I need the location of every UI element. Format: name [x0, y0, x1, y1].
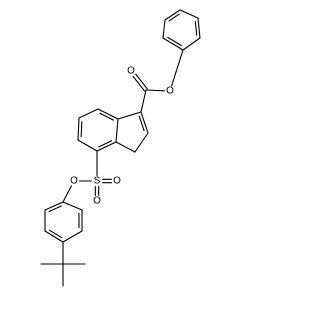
bond-line — [132, 75, 146, 92]
atom-label-sulfonate-o: O — [70, 176, 78, 187]
bond-line — [115, 118, 119, 143]
bond-phenyl-c2-ester-o-single — [171, 49, 184, 87]
bond-phenyl-c5-phenyl-c4 — [179, 9, 199, 19]
bond-line — [179, 9, 199, 19]
bond-indene-c3-indene-c2 — [138, 111, 149, 134]
bond-aryl-c4-aryl-c5 — [62, 230, 83, 243]
bond-line — [140, 89, 147, 113]
bond-inner-line — [48, 229, 63, 239]
bond-inner-line — [99, 112, 115, 121]
bond-aryl-c5-aryl-c6 — [78, 209, 83, 232]
bond-line — [145, 89, 166, 92]
bond-line — [171, 49, 184, 87]
bond-indene-c2-indene-c1 — [134, 132, 149, 153]
bond-line — [77, 117, 80, 141]
bond-line — [162, 19, 166, 39]
bonds-layer — [40, 9, 201, 287]
bond-line — [162, 37, 184, 51]
bond-aryl-c1-aryl-c2 — [44, 201, 64, 213]
bond-line — [164, 9, 181, 21]
bond-phenyl-c3-phenyl-c2 — [182, 37, 201, 51]
bond-inner-line — [167, 36, 182, 47]
bond-aryl-c3-aryl-c4 — [44, 229, 64, 243]
bond-sulfur-sulfonyl-o-below — [94, 185, 100, 197]
atom-label-sulfonyl-o-below: O — [93, 196, 101, 207]
atom-label-carbonyl-o: O — [127, 66, 135, 77]
atom-label-ester-o-single: O — [166, 86, 174, 97]
bond-line — [44, 201, 64, 211]
bond-indene-c1-indene-c7a — [115, 141, 136, 153]
bond-inner-line — [98, 140, 113, 148]
bond-inner-line — [138, 115, 145, 132]
bond-inner-line — [168, 13, 180, 22]
bond-indene-c5-indene-c6 — [77, 117, 83, 141]
bond-phenyl-c2-phenyl-c7 — [162, 36, 184, 51]
bond-indene-c3a-indene-c4 — [97, 108, 119, 121]
bond-phenyl-c6-phenyl-c5 — [164, 9, 181, 22]
bond-aryl-c6-aryl-c1 — [62, 201, 83, 211]
bond-line — [44, 230, 64, 243]
bond-inner-line — [80, 121, 83, 138]
bond-sulfur-sulfonyl-o-right — [101, 178, 113, 184]
bond-phenyl-c7-phenyl-c6 — [162, 19, 166, 39]
atom-label-sulfonyl-o-right: O — [113, 176, 121, 187]
bond-line — [140, 111, 149, 134]
bond-line — [117, 111, 142, 120]
bond-line — [182, 37, 201, 51]
bond-inner-line — [48, 205, 62, 213]
atom-label-sulfur: S — [94, 176, 101, 187]
bond-line — [78, 108, 99, 119]
bond-ester-o-single-carbonyl-c — [145, 89, 166, 92]
bond-sulfonate-o-aryl-c1 — [62, 185, 72, 203]
bond-line — [77, 139, 98, 152]
bond-indene-c7a-indene-c3a — [115, 118, 119, 143]
bond-line — [62, 230, 83, 243]
bond-line — [197, 17, 201, 39]
bond-line — [97, 108, 119, 120]
bond-indene-c4-indene-c5 — [78, 108, 99, 119]
bond-indene-c6-indene-c7 — [77, 139, 98, 152]
bond-carbonyl-c-indene-c3 — [140, 89, 147, 113]
bond-indene-c3a-indene-c3 — [117, 111, 142, 120]
bond-phenyl-c4-phenyl-c3 — [194, 17, 201, 39]
bond-line — [134, 132, 149, 153]
bond-line — [62, 201, 83, 211]
bond-line — [135, 73, 148, 90]
bond-indene-c7-indene-c7a — [96, 140, 117, 152]
bond-line — [115, 141, 136, 153]
bond-inner-line — [194, 20, 198, 36]
bond-line — [62, 185, 72, 203]
bond-line — [96, 141, 117, 152]
bond-carbonyl-c-carbonyl-o — [132, 73, 148, 92]
